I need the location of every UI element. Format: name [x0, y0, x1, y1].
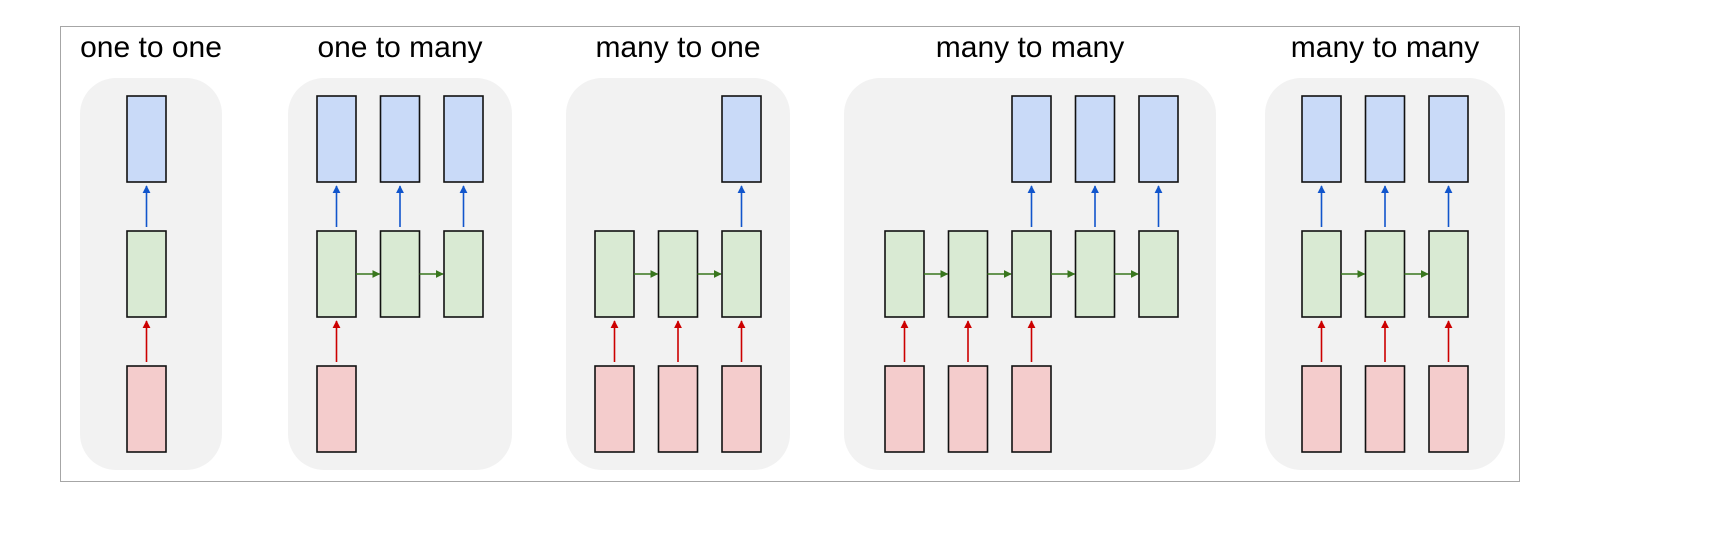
input-cell	[1364, 365, 1406, 453]
output-cell	[721, 95, 762, 183]
hidden-cell	[1301, 230, 1342, 318]
input-cell	[947, 365, 989, 453]
panel-3: many to one	[566, 31, 790, 470]
panel-4: many to many	[844, 31, 1216, 470]
hidden-cell	[1138, 230, 1179, 318]
hidden-cell	[594, 230, 635, 318]
output-cell	[443, 95, 484, 183]
output-cell	[1074, 95, 1116, 183]
panel-title: one to many	[317, 31, 482, 64]
input-cell	[884, 365, 925, 453]
panel-title: one to one	[80, 31, 222, 64]
panel-5: many to many	[1265, 31, 1505, 470]
hidden-cell	[1364, 230, 1406, 318]
diagram-frame	[60, 26, 1520, 482]
hidden-cell	[443, 230, 484, 318]
panel-title: many to one	[595, 31, 760, 64]
input-cell	[721, 365, 762, 453]
hidden-cell	[379, 230, 421, 318]
output-cell	[126, 95, 167, 183]
rnn-sequence-diagram: one to one one to many many to one many to …	[80, 31, 1505, 470]
output-cell	[1428, 95, 1469, 183]
output-cell	[1011, 95, 1052, 183]
input-cell	[594, 365, 635, 453]
panel-2: one to many	[288, 31, 512, 470]
input-cell	[126, 365, 167, 453]
hidden-cell	[947, 230, 989, 318]
hidden-cell	[657, 230, 699, 318]
hidden-cell	[1011, 230, 1052, 318]
hidden-cell	[884, 230, 925, 318]
caption-clipped	[0, 496, 1720, 554]
input-cell	[316, 365, 357, 453]
input-cell	[657, 365, 699, 453]
input-cell	[1428, 365, 1469, 453]
output-cell	[379, 95, 421, 183]
input-cell	[1011, 365, 1052, 453]
hidden-cell	[1428, 230, 1469, 318]
hidden-cell	[721, 230, 762, 318]
output-cell	[1138, 95, 1179, 183]
panel-title: many to many	[936, 31, 1124, 64]
input-cell	[1301, 365, 1342, 453]
output-cell	[316, 95, 357, 183]
panel-title: many to many	[1291, 31, 1479, 64]
hidden-cell	[316, 230, 357, 318]
output-cell	[1364, 95, 1406, 183]
output-cell	[1301, 95, 1342, 183]
hidden-cell	[126, 230, 167, 318]
hidden-cell	[1074, 230, 1116, 318]
panel-1: one to one	[80, 31, 222, 470]
